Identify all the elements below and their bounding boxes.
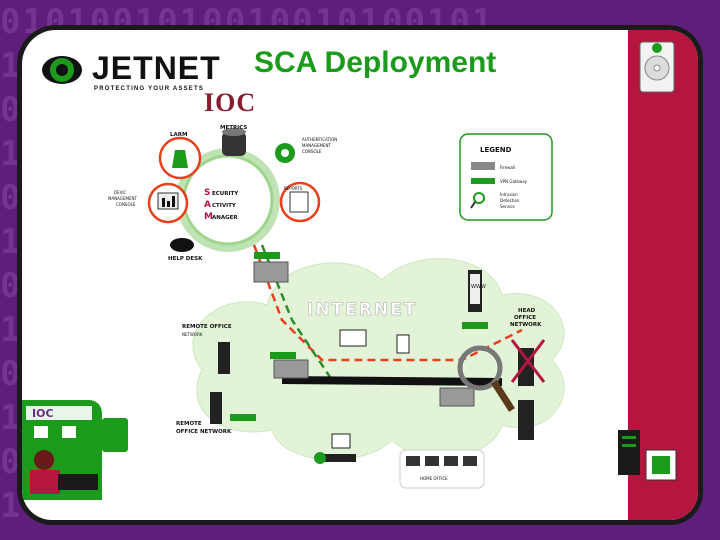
svg-text:OFFICE NETWORK: OFFICE NETWORK bbox=[176, 429, 232, 435]
svg-text:IOC: IOC bbox=[32, 407, 54, 420]
vpn-gateway-remote-1 bbox=[270, 352, 296, 359]
logo-text: JETNET bbox=[92, 50, 221, 86]
client-gear-icon bbox=[314, 452, 326, 464]
svg-text:A: A bbox=[204, 200, 211, 210]
svg-text:WWW: WWW bbox=[471, 284, 486, 290]
firewall-swatch bbox=[471, 162, 495, 170]
svg-text:M: M bbox=[204, 212, 213, 222]
svg-text:MANAGEMENT: MANAGEMENT bbox=[108, 196, 137, 201]
svg-text:OFFICE: OFFICE bbox=[514, 315, 536, 321]
vpn-swatch bbox=[471, 178, 495, 184]
legend: LEGEND Firewall VPN Gateway Intrusion De… bbox=[459, 133, 553, 221]
auth-console-node: AUTHENTICATION MANAGEMENT CONSOLE bbox=[275, 137, 337, 163]
alarm-node: LARM bbox=[158, 132, 202, 180]
reports-node: REPORTS bbox=[279, 181, 321, 223]
remote-office-1-node: REMOTE OFFICE NETWORK bbox=[182, 324, 232, 374]
bell-icon bbox=[172, 150, 188, 168]
firewall-ioc bbox=[253, 261, 289, 283]
legend-ids-2: Detection bbox=[500, 198, 520, 203]
www-server-node: WWW bbox=[468, 270, 486, 312]
page-title: SCA Deployment bbox=[254, 46, 497, 79]
magnifier-icon bbox=[457, 345, 515, 412]
slide-panel: JETNET PROTECTING YOUR ASSETS SCA Deploy… bbox=[22, 30, 698, 520]
legend-vpn: VPN Gateway bbox=[500, 179, 528, 184]
home-office-node: HOME OFFICE bbox=[399, 449, 485, 489]
operator-icon bbox=[34, 450, 54, 470]
vpn-gateway-remote-2 bbox=[230, 414, 256, 421]
svg-text:S: S bbox=[204, 188, 210, 198]
help-desk-node: HELP DESK bbox=[168, 238, 203, 262]
svg-text:LARM: LARM bbox=[170, 132, 187, 138]
svg-text:NETWORK: NETWORK bbox=[510, 322, 542, 328]
remote-office-2-node: REMOTE OFFICE NETWORK bbox=[176, 392, 232, 435]
svg-text:NETWORK: NETWORK bbox=[182, 332, 203, 337]
head-office-node: HEAD OFFICE NETWORK bbox=[510, 308, 546, 440]
ioc-badge: IOC bbox=[22, 400, 102, 500]
internet-label: INTERNET bbox=[307, 300, 417, 320]
svg-text:METRICS: METRICS bbox=[220, 125, 247, 131]
svg-text:CONSOLE: CONSOLE bbox=[302, 149, 322, 154]
svg-text:REMOTE OFFICE: REMOTE OFFICE bbox=[182, 324, 232, 330]
svg-text:CTIVITY: CTIVITY bbox=[212, 203, 237, 209]
legend-ids-3: Service bbox=[500, 204, 515, 209]
vpn-gateway-ioc bbox=[254, 252, 280, 259]
svg-text:REPORTS: REPORTS bbox=[284, 186, 303, 191]
cd-icon bbox=[639, 41, 675, 93]
pda-icon bbox=[396, 334, 410, 354]
svg-text:DEVIC: DEVIC bbox=[114, 190, 127, 195]
ioc-monitor bbox=[102, 418, 128, 452]
legend-title: LEGEND bbox=[480, 146, 512, 154]
ids-icon bbox=[473, 192, 485, 204]
page-subtitle: IOC bbox=[204, 88, 257, 117]
svg-text:HEAD: HEAD bbox=[518, 308, 536, 314]
svg-text:AUTHENTICATION: AUTHENTICATION bbox=[302, 137, 337, 142]
svg-text:HELP DESK: HELP DESK bbox=[168, 256, 203, 262]
legend-ids-1: Intrusion bbox=[500, 192, 518, 197]
metrics-node: METRICS bbox=[220, 125, 247, 156]
vpn-client-device bbox=[322, 454, 356, 462]
svg-text:ECURITY: ECURITY bbox=[212, 191, 239, 197]
svg-text:ANAGER: ANAGER bbox=[212, 215, 238, 221]
database-icon bbox=[222, 132, 246, 156]
svg-text:MANAGEMENT: MANAGEMENT bbox=[302, 143, 331, 148]
legend-firewall: Firewall bbox=[500, 165, 515, 170]
laptop-icon bbox=[339, 329, 367, 347]
vpn-client-icon bbox=[331, 433, 351, 449]
vpn-gateway-www bbox=[462, 322, 488, 329]
jetnet-logo: JETNET PROTECTING YOUR ASSETS bbox=[40, 50, 240, 94]
internet-cloud bbox=[192, 258, 565, 461]
server-rack-icon bbox=[618, 430, 677, 481]
report-icon bbox=[289, 191, 309, 213]
svg-text:HOME OFFICE: HOME OFFICE bbox=[420, 476, 448, 481]
logo-tagline: PROTECTING YOUR ASSETS bbox=[94, 86, 205, 92]
deployment-diagram: INTERNET S ECURITY A CTIVITY M ANAGER LA… bbox=[22, 41, 677, 500]
eye-logo-icon bbox=[42, 56, 82, 84]
firewall-remote-1 bbox=[273, 359, 309, 379]
firewall-head bbox=[439, 387, 475, 407]
phone-icon bbox=[170, 238, 194, 252]
device-console-node: DEVIC MANAGEMENT CONSOLE bbox=[108, 182, 189, 224]
svg-text:CONSOLE: CONSOLE bbox=[116, 202, 136, 207]
sam-text: S ECURITY A CTIVITY M ANAGER bbox=[204, 188, 239, 222]
svg-text:REMOTE: REMOTE bbox=[176, 421, 202, 427]
vpn-tunnel-red bbox=[252, 244, 523, 362]
